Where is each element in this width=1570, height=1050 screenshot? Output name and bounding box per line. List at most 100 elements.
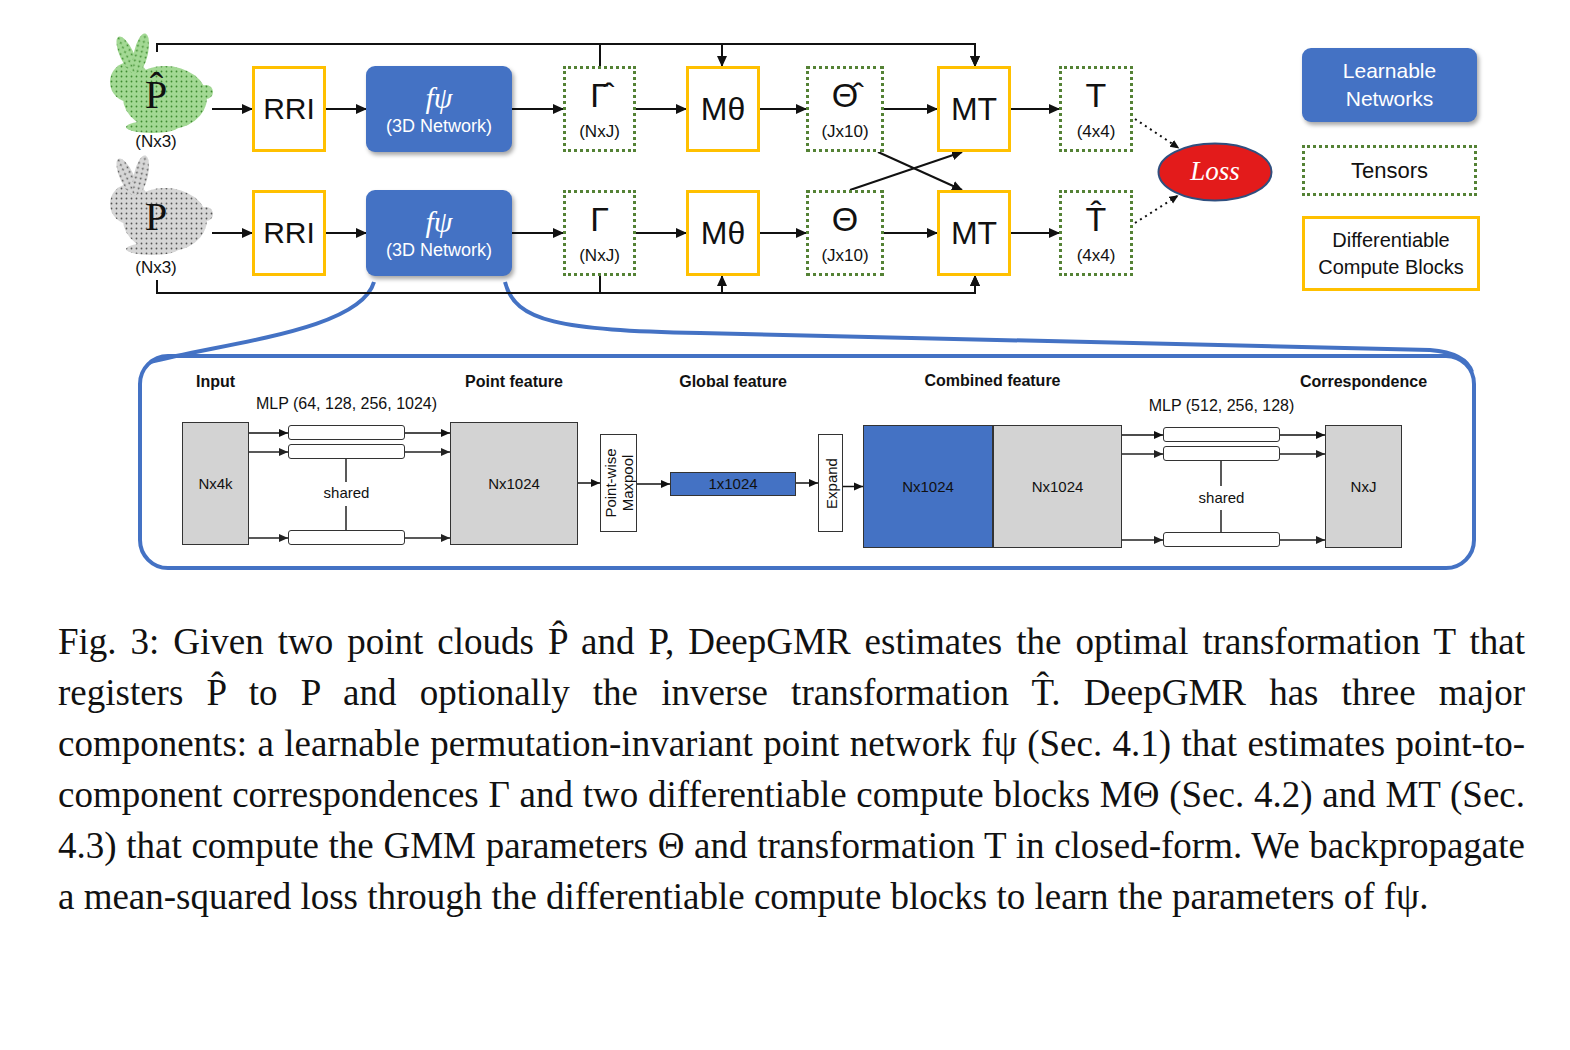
node-label: RRI <box>263 92 315 127</box>
node-label: Mθ <box>701 215 745 252</box>
compute-block: RRI <box>252 66 326 152</box>
node-label: Nx4k <box>198 475 232 492</box>
node-label: fψ <box>426 81 453 116</box>
node-label: (4x4) <box>1077 246 1116 266</box>
heading: Global feature <box>679 373 787 391</box>
node-label: (NxJ) <box>579 246 620 266</box>
op-box: Expand <box>818 434 843 532</box>
legend-label: Learnable Networks <box>1302 57 1477 114</box>
connector <box>157 44 722 66</box>
node-label: Nx1024 <box>1032 478 1084 495</box>
connector <box>212 232 252 234</box>
connector <box>1122 434 1163 436</box>
tensor-block: CorrespondenceNxJ <box>1325 425 1402 548</box>
node-label: Expand <box>822 437 839 529</box>
connector <box>760 232 806 234</box>
compute-block: Mθ <box>686 66 760 152</box>
node-label: MT <box>951 91 997 128</box>
node-label: Point-wise Maxpool <box>602 437 636 529</box>
mlp-layer-bar <box>1163 427 1280 442</box>
bunny-gray <box>110 154 213 255</box>
connector <box>1011 232 1059 234</box>
heading: Input <box>196 373 235 391</box>
node-label: (Jx10) <box>821 246 868 266</box>
connector <box>326 108 366 110</box>
node-label: P̂ <box>145 72 167 118</box>
connector <box>796 482 818 484</box>
tensor-box: Θ̂ (Jx10) <box>806 66 884 152</box>
node-label: shared <box>324 484 370 501</box>
connector <box>405 432 450 434</box>
legend-item: Tensors <box>1302 145 1477 196</box>
node-label: Θ̂ <box>832 76 858 115</box>
node-label: shared <box>1199 489 1245 506</box>
leader-curve <box>505 282 1472 372</box>
node-label: 1x1024 <box>708 475 757 492</box>
node-label: fψ <box>426 205 453 240</box>
node-label: (3D Network) <box>386 240 492 261</box>
bunny-green <box>110 32 213 133</box>
point-cloud: P (Nx3) <box>100 172 212 280</box>
tensor-block: Point featureNx1024 <box>450 422 578 545</box>
mlp-layer-bar <box>288 425 405 440</box>
node-label: Nx1024 <box>902 478 954 495</box>
tensor-box: Γ(NxJ) <box>563 190 636 276</box>
mlp-layer-bar <box>1163 446 1280 461</box>
connector <box>760 108 806 110</box>
node-label: MT <box>951 215 997 252</box>
connector <box>600 276 975 293</box>
tensor-box: T̂(4x4) <box>1059 190 1133 276</box>
connector <box>878 152 962 190</box>
connector <box>884 232 937 234</box>
node-label: Mθ <box>701 91 745 128</box>
mlp-layer-bar <box>1163 532 1280 547</box>
node-label: Θ <box>832 200 858 239</box>
mlp-block: MLP (512, 256, 128)shared <box>1163 395 1280 555</box>
connector <box>1135 195 1179 223</box>
legend-label: Tensors <box>1343 156 1436 186</box>
connector <box>249 432 288 434</box>
connector <box>512 108 563 110</box>
inset-outline <box>140 356 1474 568</box>
compute-block: Mθ <box>686 190 760 276</box>
combined-block: Combined featureNx1024Nx1024 <box>863 425 1122 548</box>
node-label: Γ̂ <box>590 76 609 115</box>
node-label: (Jx10) <box>821 122 868 142</box>
connector <box>157 276 975 293</box>
mlp-arrows <box>249 452 1325 540</box>
connector <box>512 232 563 234</box>
connector <box>843 486 863 488</box>
connector <box>636 232 686 234</box>
node-label: NxJ <box>1351 478 1377 495</box>
connector <box>157 276 722 293</box>
connector <box>157 44 975 66</box>
node-label: (Nx3) <box>135 132 177 152</box>
tensor-box: T(4x4) <box>1059 66 1133 152</box>
heading: Combined feature <box>924 372 1060 390</box>
mlp-layer-bar <box>288 444 405 459</box>
compute-block: MT <box>937 190 1011 276</box>
network-box: fψ(3D Network) <box>366 190 512 276</box>
tensor-box: Θ (Jx10) <box>806 190 884 276</box>
tensor-box: Γ̂(NxJ) <box>563 66 636 152</box>
legend-item: Learnable Networks <box>1302 48 1477 122</box>
connector <box>1135 119 1179 148</box>
point-cloud: P̂ (Nx3) <box>100 52 212 155</box>
legend-label: Differentiable Compute Blocks <box>1305 227 1477 281</box>
mlp-layer-bar <box>288 530 405 545</box>
connector <box>326 232 366 234</box>
node-label: (4x4) <box>1077 122 1116 142</box>
node-label: (Nx3) <box>135 258 177 278</box>
tensor-block: InputNx4k <box>182 422 249 545</box>
legend-item: Differentiable Compute Blocks <box>1302 216 1480 291</box>
op-box: Point-wise Maxpool <box>600 434 637 532</box>
connector <box>884 108 937 110</box>
node-label: MLP (64, 128, 256, 1024) <box>256 395 437 413</box>
connector <box>578 482 600 484</box>
loss-ellipse: Loss <box>1157 142 1273 202</box>
node-label: Loss <box>1190 156 1240 187</box>
node-label: P <box>145 194 167 240</box>
connector <box>850 152 962 190</box>
heading: Correspondence <box>1300 373 1427 391</box>
network-box: fψ(3D Network) <box>366 66 512 152</box>
